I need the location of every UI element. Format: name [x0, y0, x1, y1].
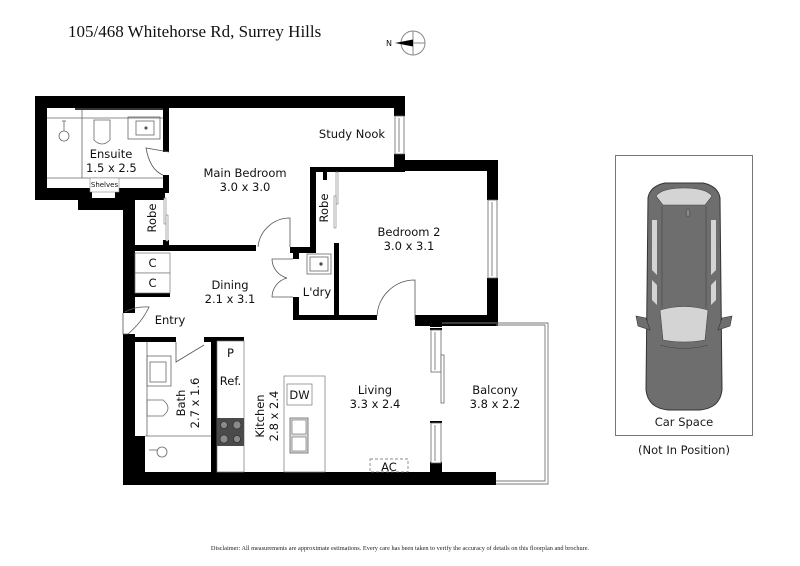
label-robe-bed2: Robe — [317, 193, 331, 223]
ensuite-fixtures — [47, 110, 163, 179]
label-cupboard-1: C — [148, 256, 157, 270]
room-label-bath: Bath 2.7 x 1.6 — [174, 377, 202, 429]
car-space-outline — [615, 155, 753, 436]
balcony-outline — [442, 322, 549, 485]
room-label-laundry: L'dry — [302, 285, 332, 299]
laundry-sink — [306, 253, 332, 275]
cupboards — [134, 252, 171, 294]
disclaimer: Disclaimer: All measurements are approxi… — [210, 545, 590, 552]
property-address: 105/468 Whitehorse Rd, Surrey Hills — [68, 22, 322, 41]
label-pantry: P — [227, 346, 234, 360]
doors — [122, 147, 416, 363]
walls — [35, 96, 498, 485]
car-icon — [635, 182, 733, 411]
car-space-label: Car Space — [654, 415, 714, 429]
label-robe-main: Robe — [145, 203, 159, 233]
label-aircon: AC — [381, 460, 397, 474]
label-fridge: Ref. — [219, 374, 242, 388]
aircon-outline — [369, 458, 409, 473]
room-label-balcony: Balcony 3.8 x 2.2 — [469, 383, 521, 411]
kitchen-fixtures — [216, 340, 326, 473]
svg-text:N: N — [386, 39, 392, 48]
room-label-ensuite: Ensuite 1.5 x 2.5 — [86, 147, 137, 175]
bath-fixtures — [145, 342, 211, 458]
robe-sliders — [163, 171, 339, 242]
room-label-dining: Dining 2.1 x 3.1 — [204, 278, 256, 306]
car-space-note: (Not In Position) — [638, 443, 730, 457]
shelves-box — [89, 177, 120, 193]
room-label-living: Living 3.3 x 2.4 — [349, 383, 401, 411]
label-cupboard-2: C — [148, 276, 157, 290]
room-label-bedroom-2: Bedroom 2 3.0 x 3.1 — [377, 225, 441, 253]
north-arrow-icon: N — [386, 30, 426, 56]
room-label-main-bedroom: Main Bedroom 3.0 x 3.0 — [203, 166, 287, 194]
room-label-study-nook: Study Nook — [318, 127, 386, 141]
label-shelves: Shelves — [90, 181, 119, 189]
room-label-kitchen: Kitchen 2.8 x 2.4 — [253, 390, 281, 442]
windows — [394, 115, 498, 464]
label-dishwasher: DW — [289, 388, 310, 402]
room-label-entry: Entry — [154, 313, 186, 327]
